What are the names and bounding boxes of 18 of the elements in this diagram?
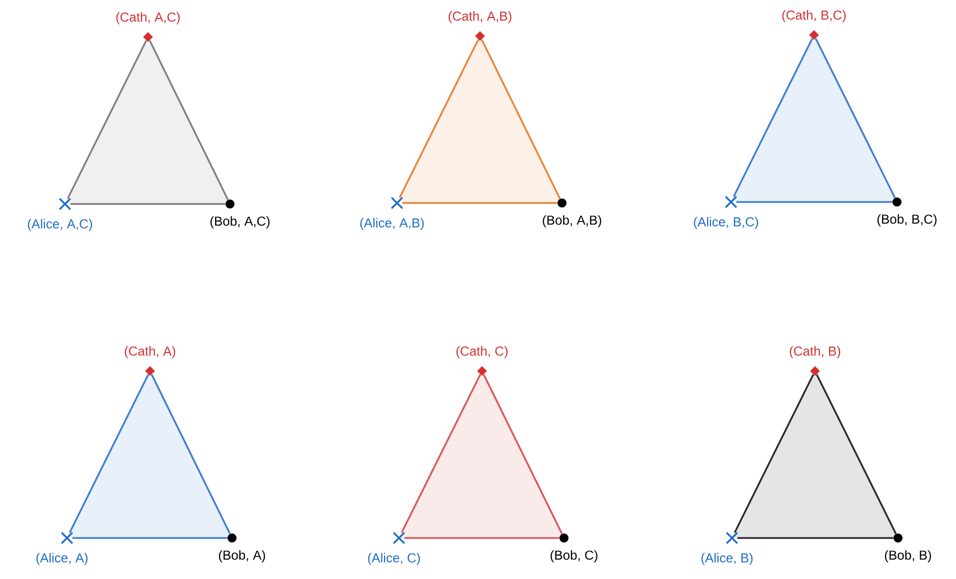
triangle-side [736, 201, 892, 203]
triangle-side [402, 202, 558, 204]
triangle-side [400, 374, 482, 533]
triangle-side [732, 38, 814, 197]
triangle-side [398, 39, 480, 198]
triangle-side [737, 537, 894, 539]
triangle-side [816, 374, 897, 534]
triangle-side [814, 38, 896, 198]
triangle-side [148, 40, 229, 200]
triangle-side [480, 39, 561, 200]
triangle-side [66, 40, 148, 199]
triangle-side [68, 374, 150, 533]
triangle-side [734, 374, 814, 533]
triangle-side [404, 537, 560, 539]
triangle-side [72, 537, 228, 539]
triangle-side [150, 374, 231, 534]
triangle-side [482, 374, 563, 534]
triangle-side [70, 203, 226, 205]
